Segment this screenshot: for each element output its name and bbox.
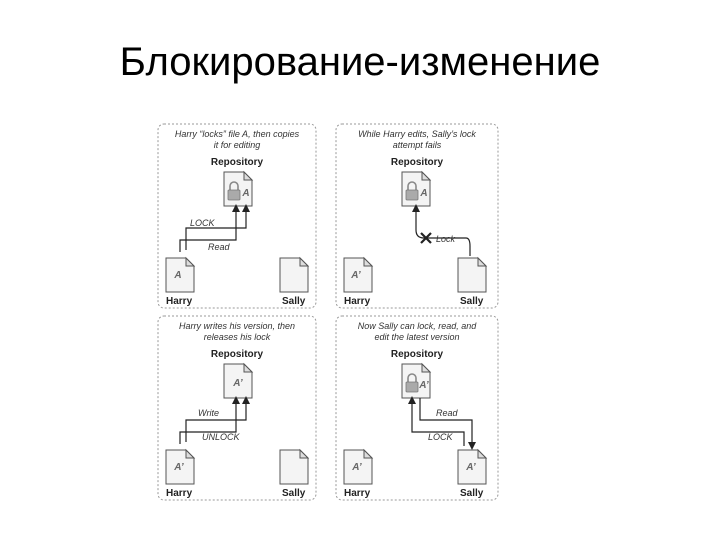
harry-file-icon: A’ [343,449,373,485]
repository-file-icon: A [401,171,431,207]
repository-label: Repository [211,157,264,168]
arrowhead [242,204,250,212]
harry-file-label: A [173,270,181,281]
panel-border [157,315,317,501]
harry-file-label: A’ [351,462,362,473]
panel-caption-line-1: Harry writes his version, then [179,321,295,331]
panel-1: Harry “locks” file A, then copies it for… [157,123,317,309]
arrowhead [232,204,240,212]
sally-file-icon: A’ [457,449,487,485]
harry-file-icon: A’ [343,257,373,293]
person-harry: Harry [166,488,193,499]
repository-file-icon: A’ [223,363,253,399]
sally-file-icon [279,449,309,485]
panel-3: Harry writes his version, then releases … [157,315,317,501]
panel-caption-line-1: Harry “locks” file A, then copies [175,129,300,139]
unlock-arrow-label: UNLOCK [202,432,241,442]
lock-modify-diagram: Harry “locks” file A, then copies it for… [157,123,499,501]
write-arrow [185,398,247,442]
panel-caption-line-1: Now Sally can lock, read, and [358,321,478,331]
panel-border [335,123,499,309]
arrowhead [468,442,476,450]
lock-attempt-arrow [415,206,471,256]
x-mark-icon [420,232,432,244]
arrowhead [408,396,416,404]
repository-label: Repository [391,157,444,168]
lock-arrow-label: LOCK [190,218,216,228]
repository-file-label: A [419,188,427,199]
read-arrow [179,206,237,252]
arrowhead [242,396,250,404]
panel-caption-line-2: releases his lock [204,332,271,342]
panel-caption-line-1: While Harry edits, Sally’s lock [358,129,476,139]
read-arrow-label: Read [436,408,459,418]
arrowhead [412,204,420,212]
lock-arrow-label: Lock [436,234,456,244]
panel-4: Now Sally can lock, read, and edit the l… [335,315,499,501]
person-sally: Sally [460,488,484,499]
person-sally: Sally [460,296,484,307]
harry-file-label: A’ [173,462,184,473]
panel-border [335,315,499,501]
read-arrow-label: Read [208,242,231,252]
arrowhead [232,396,240,404]
panel-caption-line-2: attempt fails [393,140,442,150]
person-sally: Sally [282,488,306,499]
repository-label: Repository [211,349,264,360]
lock-arrow [411,398,465,446]
harry-file-icon: A’ [165,449,195,485]
harry-file-icon: A [165,257,195,293]
repository-file-label: A’ [418,380,429,391]
slide-title: Блокирование-изменение [119,40,601,84]
harry-file-label: A’ [350,270,361,281]
sally-file-label: A’ [465,462,476,473]
repository-label: Repository [391,349,444,360]
repository-file-label: A [241,188,249,199]
lock-arrow [185,206,247,250]
panel-2: While Harry edits, Sally’s lock attempt … [335,123,499,309]
lock-arrow-label: LOCK [428,432,454,442]
panel-caption-line-2: it for editing [214,140,261,150]
repository-file-label: A’ [232,378,243,389]
sally-file-icon [457,257,487,293]
person-harry: Harry [166,296,193,307]
person-harry: Harry [344,488,371,499]
sally-file-icon [279,257,309,293]
repository-file-icon: A [223,171,253,207]
write-arrow-label: Write [198,408,219,418]
person-harry: Harry [344,296,371,307]
panel-border [157,123,317,309]
unlock-arrow [179,398,237,444]
person-sally: Sally [282,296,306,307]
panel-caption-line-2: edit the latest version [374,332,459,342]
repository-file-icon: A’ [401,363,431,399]
read-arrow [419,398,473,442]
